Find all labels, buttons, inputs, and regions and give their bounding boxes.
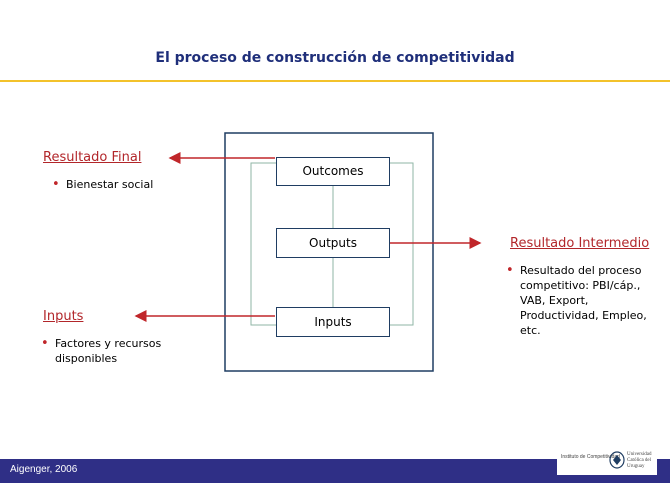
logos: Instituto de Competitividad Universidad … <box>557 446 657 475</box>
inputs-title: Inputs <box>43 309 84 324</box>
bullet-dot: • <box>506 263 514 278</box>
resultado-intermedio-bullet: • Resultado del proceso competitivo: PBI… <box>506 263 666 338</box>
title-rule <box>0 80 670 82</box>
resultado-intermedio-title: Resultado Intermedio <box>510 236 650 251</box>
university-logo: Universidad Católica del Uruguay <box>627 452 652 469</box>
slide-title: El proceso de construcción de competitiv… <box>155 50 515 66</box>
node-outputs: Outputs <box>276 228 390 258</box>
resultado-final-title: Resultado Final <box>43 150 142 165</box>
inputs-bullet: • Factores y recursos disponibles <box>41 336 185 366</box>
resultado-final-bullet: • Bienestar social <box>52 177 206 192</box>
institute-logo: Instituto de Competitividad <box>561 454 620 460</box>
bullet-dot: • <box>41 336 49 351</box>
resultado-final-bullet-text: Bienestar social <box>66 178 154 191</box>
outer-frame <box>224 132 434 372</box>
bullet-dot: • <box>52 177 60 192</box>
node-outcomes: Outcomes <box>276 157 390 186</box>
resultado-intermedio-bullet-text: Resultado del proceso competitivo: PBI/c… <box>520 264 647 337</box>
footer-credit: Aigenger, 2006 <box>10 464 78 475</box>
inputs-bullet-text: Factores y recursos disponibles <box>55 337 162 365</box>
university-seal-icon <box>609 451 625 469</box>
node-inputs: Inputs <box>276 307 390 337</box>
